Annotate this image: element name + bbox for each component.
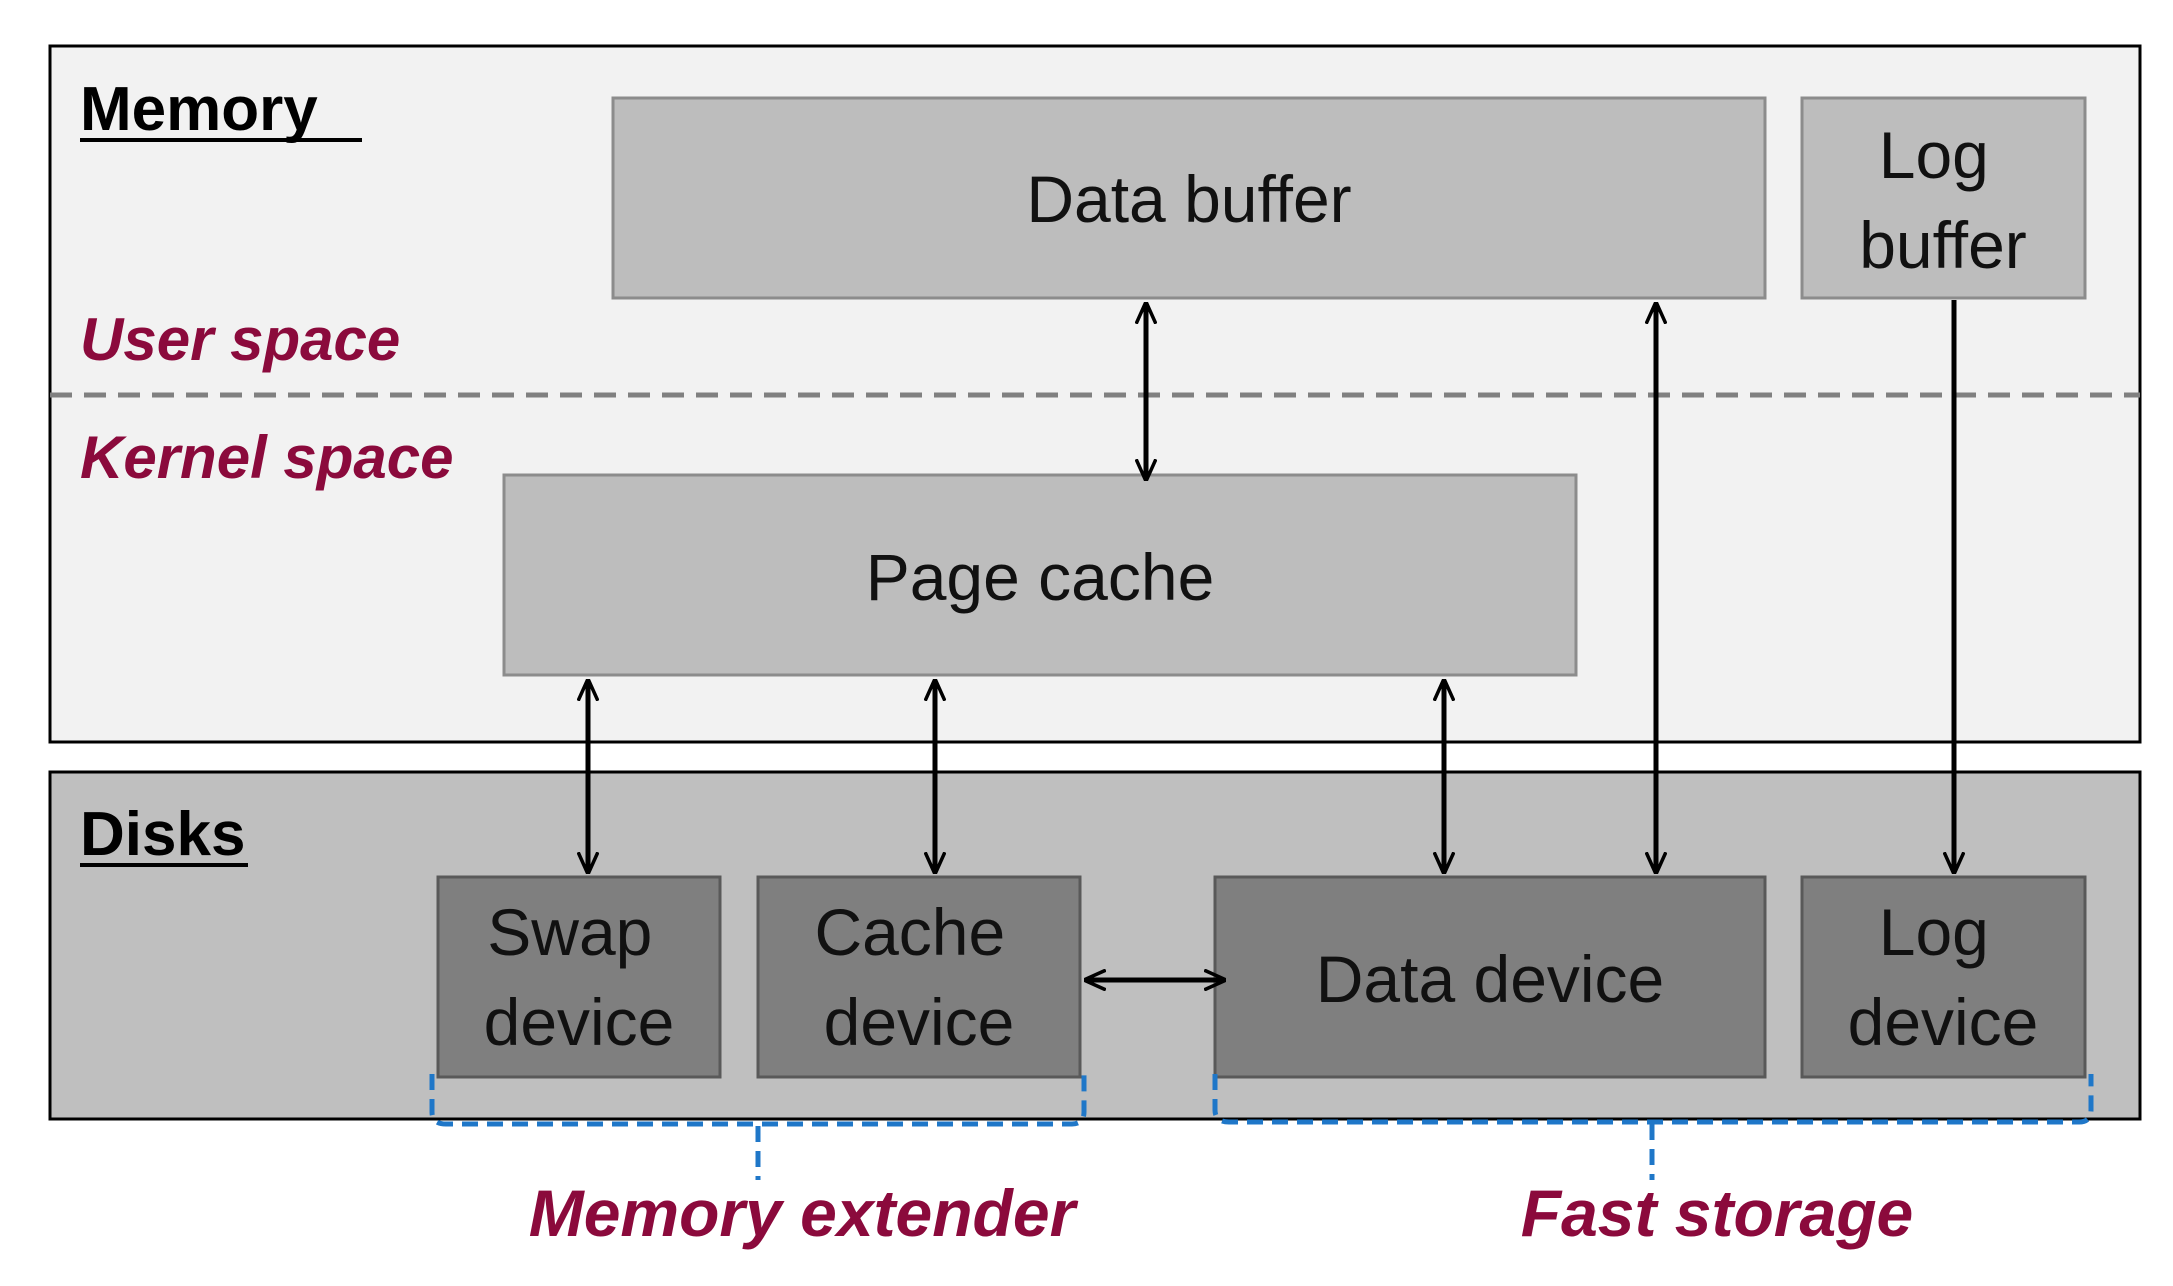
data-device-box xyxy=(1213,875,1767,1079)
log-buffer-line-1: Log xyxy=(1879,118,1989,192)
memory-title: Memory xyxy=(80,75,318,144)
log-device-line-2: device xyxy=(1848,985,2039,1059)
log-device-box xyxy=(1800,875,2087,1079)
log-buffer-label: Log buffer xyxy=(1859,118,2027,282)
kernel-space-label: Kernel space xyxy=(80,424,454,491)
log-device-label: Log device xyxy=(1848,895,2039,1059)
cache-device-line-1: Cache xyxy=(814,895,1005,969)
data-device-label: Data device xyxy=(1316,942,1665,1016)
fast-storage-bracket xyxy=(1212,1074,2094,1125)
cache-device-line-2: device xyxy=(824,985,1015,1059)
swap-device-box xyxy=(436,875,722,1079)
user-space-label: User space xyxy=(80,306,400,373)
page-cache-box xyxy=(502,473,1578,677)
disks-title: Disks xyxy=(80,800,245,869)
group-brackets xyxy=(429,1074,2094,1180)
swap-device-label: Swap device xyxy=(484,895,675,1059)
data-buffer-box xyxy=(611,96,1767,300)
cache-device-box xyxy=(756,875,1082,1079)
cache-device-label: Cache device xyxy=(814,895,1023,1059)
fast-storage-label: Fast storage xyxy=(1521,1176,1913,1250)
swap-device-line-1: Swap xyxy=(487,895,652,969)
log-buffer-box xyxy=(1800,96,2087,300)
page-cache-label: Page cache xyxy=(866,540,1215,614)
log-device-line-1: Log xyxy=(1879,895,1989,969)
memory-extender-label: Memory extender xyxy=(529,1176,1079,1250)
swap-device-line-2: device xyxy=(484,985,675,1059)
data-buffer-label: Data buffer xyxy=(1026,162,1351,236)
arrows xyxy=(588,300,1954,980)
disks-region xyxy=(48,770,2142,1121)
log-buffer-line-2: buffer xyxy=(1859,208,2027,282)
